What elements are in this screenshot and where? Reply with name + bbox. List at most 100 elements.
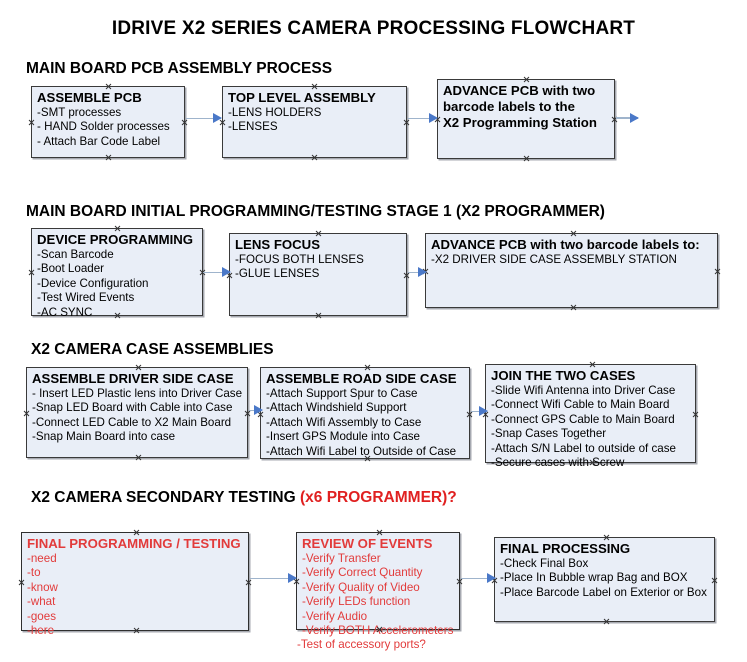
- node-header: DEVICE PROGRAMMING: [37, 232, 194, 247]
- connector-handle-bottom[interactable]: [603, 618, 610, 625]
- node-line: -AC SYNC: [37, 305, 93, 319]
- section-title-x2-camera-secondary-testing: X2 CAMERA SECONDARY TESTING (x6 PROGRAMM…: [31, 489, 457, 507]
- connector-handle-top[interactable]: [523, 76, 530, 83]
- node-final-processing[interactable]: FINAL PROCESSING -Check Final Box -Place…: [494, 537, 715, 622]
- node-header: ASSEMBLE ROAD SIDE CASE: [266, 371, 457, 386]
- connector-handle-bottom[interactable]: [570, 304, 577, 311]
- node-device-programming[interactable]: DEVICE PROGRAMMING -Scan Barcode -Boot L…: [28, 225, 203, 319]
- node-line: -Connect GPS Cable to Main Board: [491, 412, 675, 426]
- connector-handle-top[interactable]: [105, 83, 112, 90]
- node-lens-focus[interactable]: LENS FOCUS -FOCUS BOTH LENSES -GLUE LENS…: [229, 233, 407, 316]
- node-line: -Secure cases with Screw: [491, 456, 625, 470]
- node-line: -what: [27, 595, 56, 609]
- node-join-the-two-cases[interactable]: JOIN THE TWO CASES -Slide Wifi Antenna i…: [485, 361, 699, 469]
- connector-handle-top[interactable]: [603, 534, 610, 541]
- connector-handle-top[interactable]: [376, 529, 383, 536]
- node-line: -Check Final Box: [500, 557, 589, 570]
- connector-handle-right[interactable]: [714, 268, 721, 275]
- node-line: -Scan Barcode: [37, 248, 114, 261]
- node-review-of-events[interactable]: REVIEW OF EVENTS -Verify Transfer -Verif…: [296, 529, 460, 651]
- connector-handle-bottom[interactable]: [311, 154, 318, 161]
- node-line: -GLUE LENSES: [235, 267, 320, 281]
- connector-handle-left[interactable]: [18, 579, 25, 586]
- node-assemble-pcb[interactable]: ASSEMBLE PCB -SMT processes - HAND Solde…: [31, 86, 185, 158]
- node-header: ADVANCE PCB with two barcode labels to:: [431, 237, 700, 252]
- node-assemble-road-side-case[interactable]: ASSEMBLE ROAD SIDE CASE -Attach Support …: [260, 367, 470, 459]
- connector-handle-top[interactable]: [315, 230, 322, 237]
- node-line: -to: [27, 566, 41, 580]
- node-line: -Snap LED Board with Cable into Case: [32, 401, 233, 415]
- node-header: LENS FOCUS: [235, 237, 320, 252]
- node-line: -Device Configuration: [37, 276, 149, 290]
- node-line: -X2 DRIVER SIDE CASE ASSEMBLY STATION: [431, 253, 677, 266]
- node-line: -Snap Main Board into case: [32, 430, 176, 444]
- connector-handle-bottom[interactable]: [523, 155, 530, 162]
- section-title-note: (x6 PROGRAMMER)?: [300, 489, 457, 506]
- node-line: -LENSES: [228, 120, 278, 134]
- node-line: -Attach Windshield Support: [266, 401, 407, 415]
- node-line: -Place Barcode Label on Exterior or Box: [500, 585, 707, 599]
- node-line: -Attach Support Spur to Case: [266, 387, 418, 400]
- node-line: -Snap Cases Together: [491, 427, 607, 441]
- node-line: -Attach S/N Label to outside of case: [491, 441, 676, 455]
- node-line: - Attach Bar Code Label: [37, 134, 161, 148]
- arrow-review-of-events-to-final-processing: [461, 573, 496, 583]
- connector-handle-top[interactable]: [589, 361, 596, 368]
- connector-handle-left[interactable]: [23, 410, 30, 417]
- node-line: -SMT processes: [37, 106, 122, 119]
- arrow-final-programming-to-review-of-events: [250, 573, 297, 583]
- node-line: -Verify LEDs function: [302, 595, 411, 609]
- connector-handle-left[interactable]: [28, 269, 35, 276]
- node-line: -know: [27, 580, 58, 594]
- connector-handle-bottom[interactable]: [135, 454, 142, 461]
- arrow-top-level-to-advance-pcb: [408, 113, 438, 123]
- node-advance-pcb-to-programming-station[interactable]: ADVANCE PCB with two barcode labels to t…: [437, 79, 615, 159]
- node-line: -need: [27, 552, 57, 565]
- node-line: -Verify Audio: [302, 609, 368, 623]
- arrow-driver-case-to-road-case: [249, 405, 263, 415]
- node-line: -Attach Wifi Assembly to Case: [266, 415, 422, 429]
- node-line: -LENS HOLDERS: [228, 106, 322, 119]
- connector-handle-right[interactable]: [711, 577, 718, 584]
- node-line: -Verify Transfer: [302, 552, 381, 565]
- node-header: REVIEW OF EVENTS: [302, 536, 433, 551]
- node-line: -Insert GPS Module into Case: [266, 430, 421, 444]
- node-header: ASSEMBLE PCB: [37, 90, 142, 105]
- connector-handle-top[interactable]: [570, 230, 577, 237]
- section-title-x2-camera-case-assemblies: X2 CAMERA CASE ASSEMBLIES: [31, 341, 274, 358]
- connector-handle-left[interactable]: [28, 119, 35, 126]
- connector-handle-bottom[interactable]: [315, 312, 322, 319]
- node-line: -Connect LED Cable to X2 Main Board: [32, 415, 232, 429]
- arrow-road-case-to-join-cases: [471, 406, 488, 416]
- node-line: -FOCUS BOTH LENSES: [235, 253, 364, 266]
- node-header: FINAL PROCESSING: [500, 541, 631, 556]
- connector-handle-top[interactable]: [364, 364, 371, 371]
- node-line: -Test Wired Events: [37, 291, 135, 305]
- connector-handle-top[interactable]: [114, 225, 121, 232]
- node-line: X2 Programming Station: [443, 115, 597, 130]
- connector-handle-right[interactable]: [692, 411, 699, 418]
- node-line: -Connect Wifi Cable to Main Board: [491, 398, 670, 412]
- node-header: ASSEMBLE DRIVER SIDE CASE: [32, 371, 234, 386]
- node-line: -Boot Loader: [37, 262, 105, 276]
- arrow-assemble-pcb-to-top-level: [186, 113, 222, 123]
- node-top-level-assembly[interactable]: TOP LEVEL ASSEMBLY -LENS HOLDERS -LENSES: [222, 86, 407, 158]
- node-final-programming-testing[interactable]: FINAL PROGRAMMING / TESTING -need -to -k…: [18, 529, 249, 637]
- node-assemble-driver-side-case[interactable]: ASSEMBLE DRIVER SIDE CASE - Insert LED P…: [26, 367, 248, 458]
- node-line: -Attach Wifi Label to Outside of Case: [266, 444, 457, 458]
- connector-stub-right-row1: [616, 117, 638, 119]
- section-title-text: X2 CAMERA SECONDARY TESTING: [31, 489, 300, 506]
- page-title: IDRIVE X2 SERIES CAMERA PROCESSING FLOWC…: [111, 18, 636, 39]
- node-advance-pcb-driver-side-station[interactable]: ADVANCE PCB with two barcode labels to: …: [425, 233, 718, 308]
- connector-handle-top[interactable]: [311, 83, 318, 90]
- node-line: -Slide Wifi Antenna into Driver Case: [491, 384, 676, 397]
- connector-handle-top[interactable]: [133, 529, 140, 536]
- connector-handle-top[interactable]: [135, 364, 142, 371]
- arrow-lens-focus-to-advance-pcb: [408, 267, 427, 277]
- section-title-main-board-pcb-assembly-process: MAIN BOARD PCB ASSEMBLY PROCESS: [26, 60, 333, 77]
- connector-handle-bottom[interactable]: [105, 154, 112, 161]
- node-line: -Place In Bubble wrap Bag and BOX: [500, 571, 688, 585]
- section-title-main-board-initial-programming: MAIN BOARD INITIAL PROGRAMMING/TESTING S…: [26, 203, 605, 220]
- node-header: JOIN THE TWO CASES: [491, 368, 636, 383]
